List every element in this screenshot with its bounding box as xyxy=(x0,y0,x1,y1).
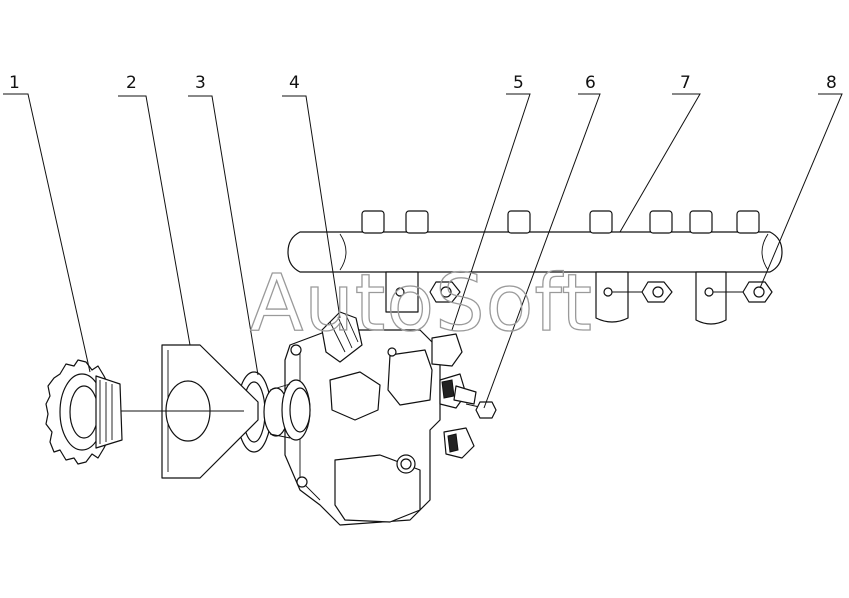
rail-bolts xyxy=(429,281,773,303)
callout-labels: 1 2 3 4 5 6 7 8 xyxy=(9,73,837,93)
fuel-rail xyxy=(287,210,783,325)
callout-5: 5 xyxy=(513,73,524,93)
rail-injector-ports xyxy=(361,210,760,234)
callout-1: 1 xyxy=(9,73,20,93)
callout-8: 8 xyxy=(826,73,837,93)
drive-gear xyxy=(45,359,123,465)
callout-2: 2 xyxy=(126,73,137,93)
callout-6: 6 xyxy=(585,73,596,93)
high-pressure-pump-body xyxy=(284,311,497,526)
rail-brackets xyxy=(385,271,727,325)
leader-lines xyxy=(3,93,843,409)
callout-4: 4 xyxy=(289,73,300,93)
callout-7: 7 xyxy=(680,73,691,93)
callout-3: 3 xyxy=(195,73,206,93)
watermark: AutoSoft xyxy=(250,259,593,349)
mounting-flange xyxy=(100,344,259,479)
